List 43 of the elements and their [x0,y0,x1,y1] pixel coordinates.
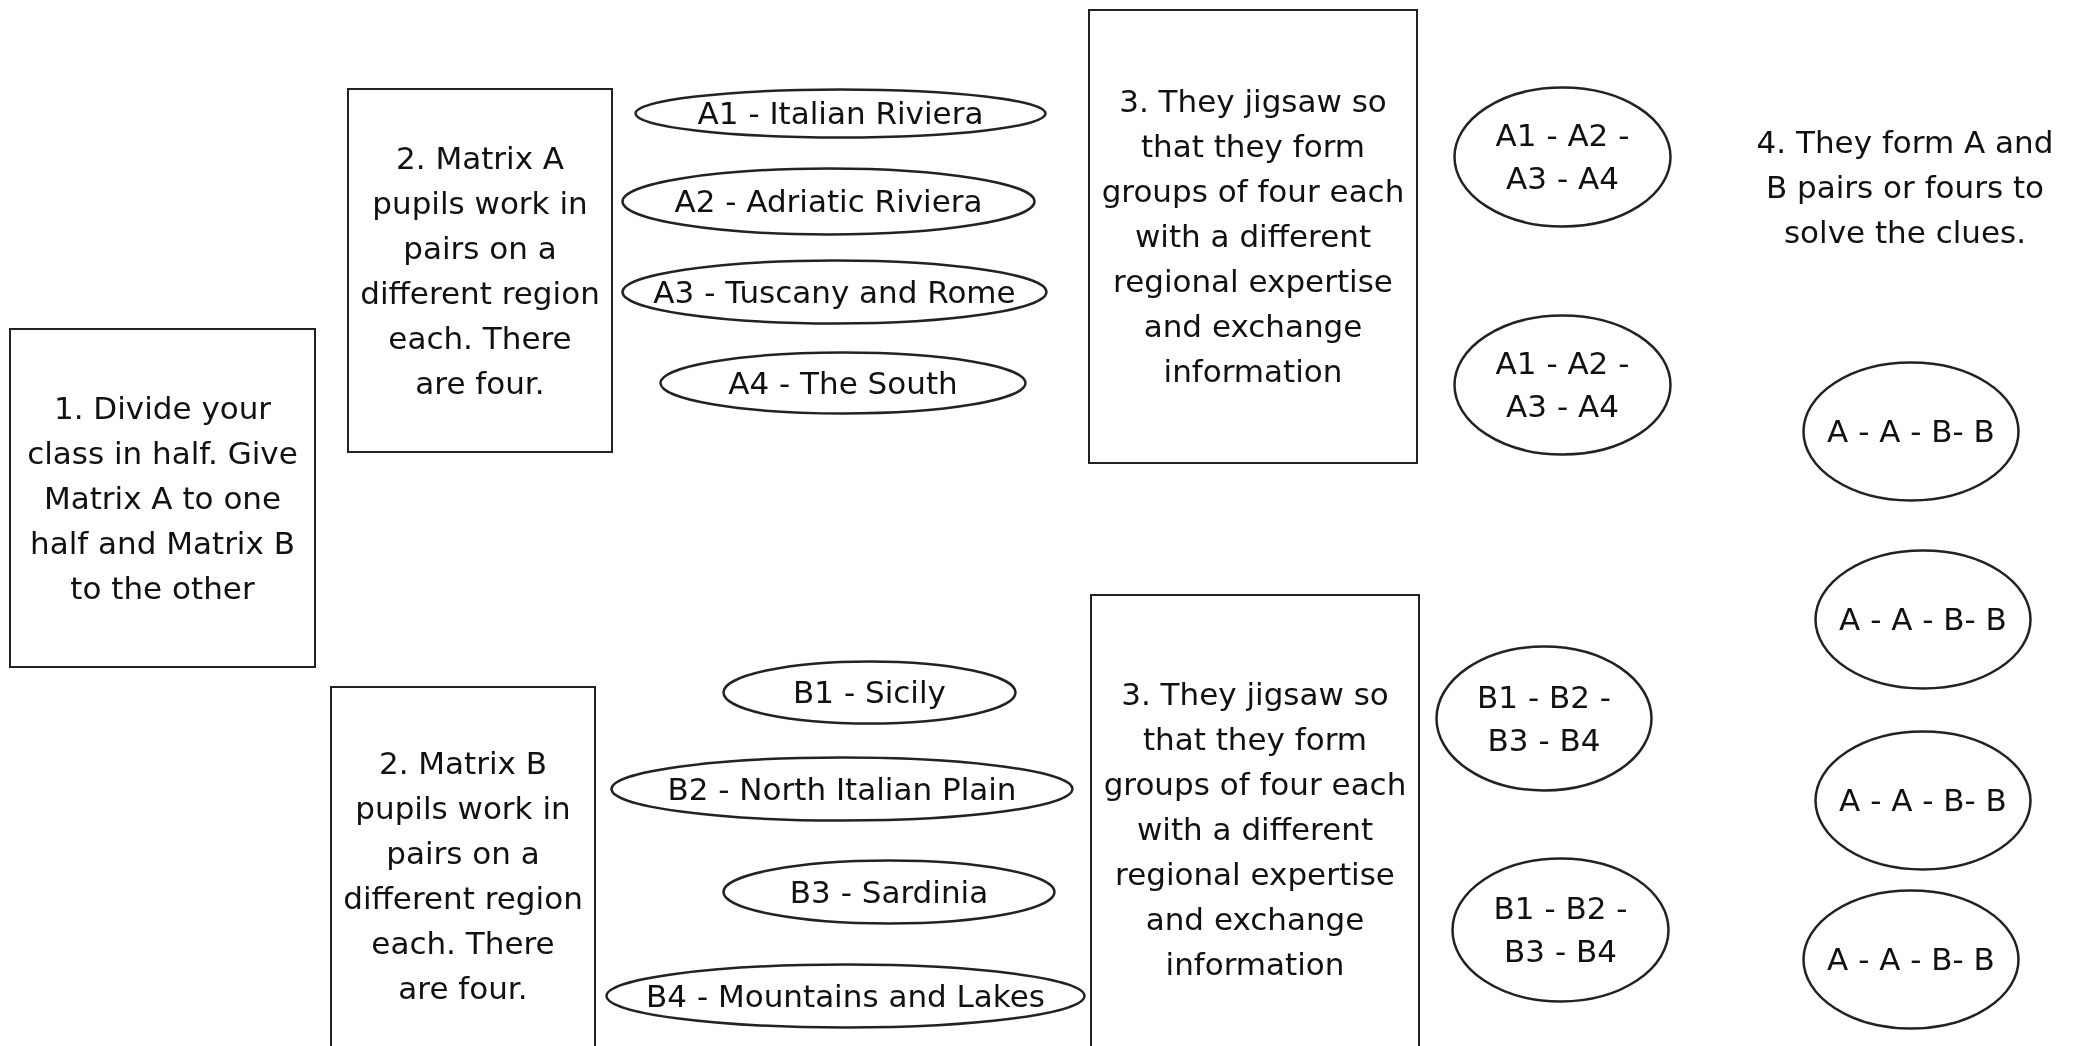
group-text: B1 - Sicily [793,673,946,712]
step-text: 3. They jigsaw so that they form groups of four each with a different regional expertise and exchange information [1102,674,1408,984]
step-text: 4. They form A and B pairs or fours to solve the clues. [1755,123,2055,252]
group-text: A - A - B- B [1827,412,1995,451]
group-ellipse [610,756,1074,822]
group-text: B3 - Sardinia [789,872,989,912]
group-ellipse [634,88,1047,139]
step-text: 2. Matrix A pupils work in pairs on a different region each. There are four. [359,138,601,403]
group-text: A1 - A2 - A3 - A4 [1494,116,1631,198]
group-ellipse [722,859,1056,925]
group-ellipse [722,660,1017,725]
group-ellipse [1814,730,2032,871]
group-ellipse [1453,314,1672,456]
step-box [347,88,613,453]
group-ellipse [659,351,1027,415]
group-ellipse [621,259,1048,325]
group-ellipse [1814,549,2032,690]
group-text: A - A - B- B [1839,781,2007,820]
step-box [330,686,596,1046]
group-text: A3 - Tuscany and Rome [653,272,1016,312]
group-text: B1 - B2 - B3 - B4 [1492,889,1629,971]
group-ellipse [1802,361,2020,502]
group-text: A2 - Adriatic Riviera [674,182,983,221]
group-ellipse [621,167,1036,236]
group-ellipse [1435,645,1653,792]
group-text: A1 - Italian Riviera [697,94,984,133]
group-text: B4 - Mountains and Lakes [646,976,1045,1016]
step-box [1088,9,1418,464]
group-text: A1 - A2 - A3 - A4 [1494,344,1631,426]
group-text: B1 - B2 - B3 - B4 [1476,677,1612,760]
step-box [1090,594,1420,1046]
step-text: 2. Matrix B pupils work in pairs on a different region each. There are four. [342,744,584,1008]
step-text: 1. Divide your class in half. Give Matrix A to one half and Matrix B to the other [26,388,299,608]
group-ellipse [1451,857,1670,1003]
group-ellipse [1802,889,2020,1030]
group-text: A - A - B- B [1839,600,2007,639]
group-ellipse [605,963,1086,1029]
step-box [9,328,316,668]
group-text: A4 - The South [728,363,958,403]
group-text: B2 - North Italian Plain [667,769,1017,809]
group-ellipse [1453,86,1672,228]
step-text: 3. They jigsaw so that they form groups of four each with a different regional expertise and exchange information [1100,82,1406,391]
group-text: A - A - B- B [1827,940,1995,979]
